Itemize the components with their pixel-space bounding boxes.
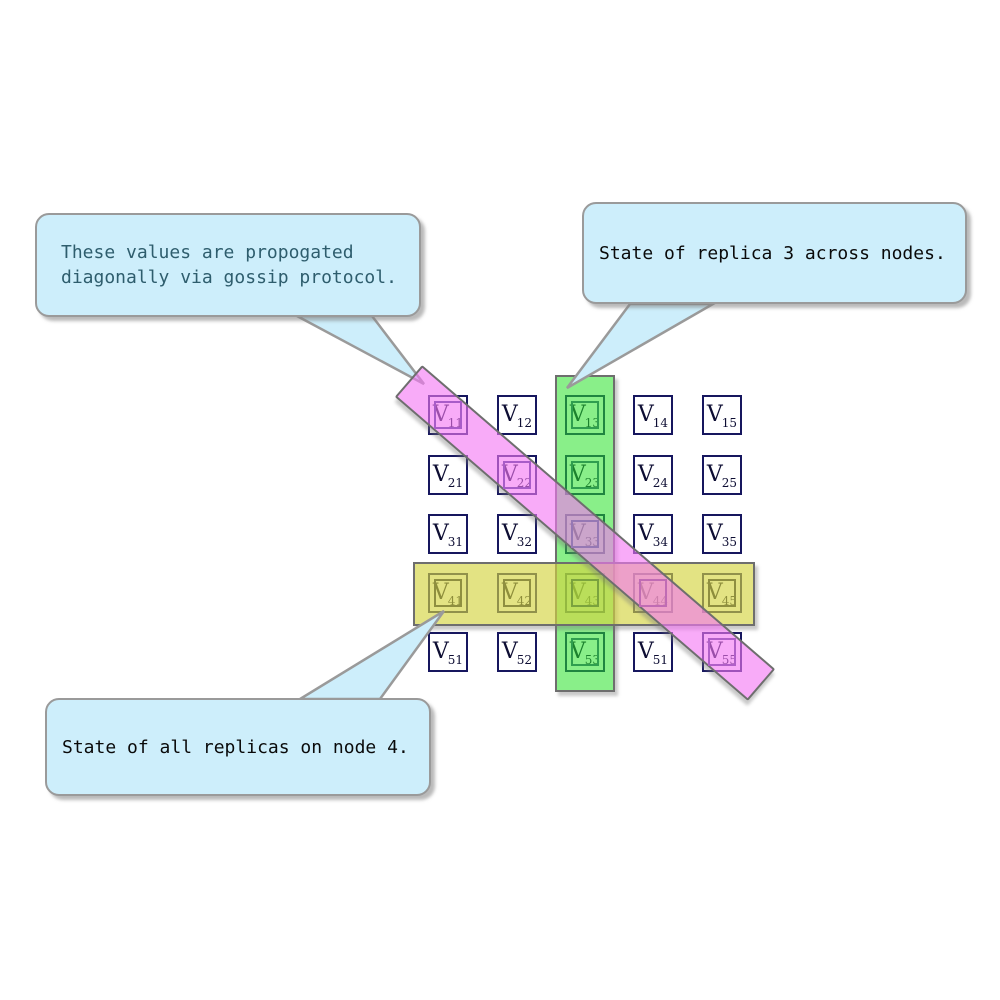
node4-callout-tail <box>295 609 446 701</box>
replica3-callout-text: State of replica 3 across nodes. <box>599 242 946 264</box>
replica3-callout-tail <box>566 302 718 390</box>
matrix-cell-V14-r1c4: V14 <box>633 395 673 435</box>
matrix-cell-V35-r3c5: V35 <box>702 514 742 554</box>
highlight-inner-square-r4c1 <box>434 579 462 607</box>
matrix-cell-V51-r5c1: V51 <box>428 632 468 672</box>
cell-label: V34 <box>637 521 669 549</box>
cell-label: V35 <box>706 521 738 549</box>
cell-label: V32 <box>501 521 533 549</box>
matrix-cell-V32-r3c2: V32 <box>497 514 537 554</box>
cell-label: V24 <box>637 462 669 490</box>
highlight-inner-square-r5c3 <box>571 638 599 666</box>
matrix-cell-V24-r2c4: V24 <box>633 455 673 495</box>
matrix-cell-V21-r2c1: V21 <box>428 455 468 495</box>
cell-label: V51 <box>637 639 669 667</box>
cell-label: V12 <box>501 402 533 430</box>
gossip-callout-line2: diagonally via gossip protocol. <box>61 267 397 288</box>
highlight-inner-square-r1c3 <box>571 401 599 429</box>
matrix-cell-V31-r3c1: V31 <box>428 514 468 554</box>
highlight-inner-square-r3c3 <box>571 520 599 548</box>
matrix-cell-V51-r5c4: V51 <box>633 632 673 672</box>
cell-label: V14 <box>637 402 669 430</box>
matrix-cell-V52-r5c2: V52 <box>497 632 537 672</box>
gossip-callout-tail <box>296 314 425 386</box>
cell-label: V31 <box>432 521 464 549</box>
highlight-inner-square-r5c5 <box>708 638 736 666</box>
highlight-inner-square-r4c3 <box>571 579 599 607</box>
matrix-cell-V12-r1c2: V12 <box>497 395 537 435</box>
node4-callout-text: State of all replicas on node 4. <box>62 736 409 758</box>
highlight-inner-square-r4c4 <box>639 579 667 607</box>
gossip-callout: These values are propogated diagonally v… <box>35 213 421 317</box>
gossip-callout-line1: These values are propogated <box>61 242 354 263</box>
cell-label: V52 <box>501 639 533 667</box>
cell-label: V25 <box>706 462 738 490</box>
highlight-inner-square-r2c2 <box>503 461 531 489</box>
matrix-cell-V15-r1c5: V15 <box>702 395 742 435</box>
highlight-inner-square-r1c1 <box>434 401 462 429</box>
highlight-inner-square-r4c2 <box>503 579 531 607</box>
highlight-inner-square-r2c3 <box>571 461 599 489</box>
node4-callout: State of all replicas on node 4. <box>45 698 431 796</box>
cell-label: V15 <box>706 402 738 430</box>
cell-label: V51 <box>432 639 464 667</box>
matrix-cell-V34-r3c4: V34 <box>633 514 673 554</box>
replica3-callout: State of replica 3 across nodes. <box>582 202 967 304</box>
matrix-cell-V25-r2c5: V25 <box>702 455 742 495</box>
cell-label: V21 <box>432 462 464 490</box>
highlight-inner-square-r4c5 <box>708 579 736 607</box>
